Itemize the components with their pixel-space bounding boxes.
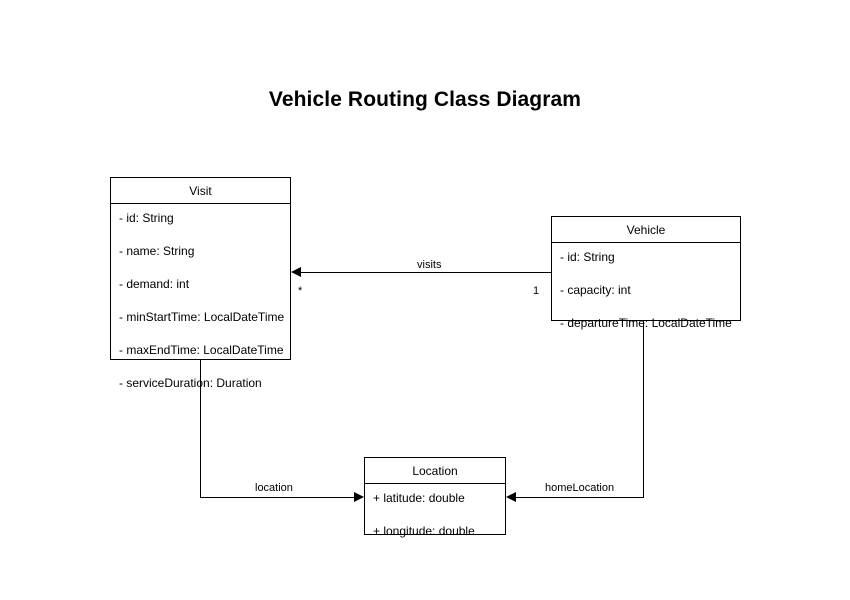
edge-location-vertical-segment: [200, 360, 201, 497]
uml-class-vehicle-attributes: - id: String - capacity: int - departure…: [552, 243, 740, 342]
edge-visits-multiplicity-visit: *: [298, 285, 303, 298]
uml-class-visit-name: Visit: [111, 178, 290, 204]
edge-location-horizontal-segment: [200, 497, 354, 498]
uml-attribute: - minStartTime: LocalDateTime: [119, 310, 285, 324]
edge-home-location-label: homeLocation: [542, 482, 618, 495]
uml-attribute: - maxEndTime: LocalDateTime: [119, 343, 284, 357]
uml-attribute: - id: String: [119, 211, 174, 225]
diagram-title: Vehicle Routing Class Diagram: [268, 88, 582, 111]
uml-attribute: - serviceDuration: Duration: [119, 376, 262, 390]
edge-visits-multiplicity-vehicle: 1: [533, 285, 540, 298]
uml-class-location-name: Location: [365, 458, 505, 484]
edge-location-label: location: [252, 482, 296, 495]
uml-attribute: + latitude: double: [373, 491, 465, 505]
uml-attribute: + longitude: double: [373, 524, 475, 538]
uml-class-vehicle-name: Vehicle: [552, 217, 740, 243]
edge-visits-label: visits: [414, 259, 445, 272]
uml-class-vehicle[interactable]: Vehicle - id: String - capacity: int - d…: [551, 216, 741, 330]
uml-attribute: - departureTime: LocalDateTime: [560, 316, 732, 330]
edge-home-location-arrowhead: [506, 492, 516, 502]
edge-home-location-vertical-segment: [643, 321, 644, 497]
uml-attribute: - capacity: int: [560, 283, 631, 297]
edge-location-arrowhead: [354, 492, 364, 502]
uml-attribute: - id: String: [560, 250, 615, 264]
edge-visits-arrowhead: [291, 267, 301, 277]
edge-home-location-horizontal-segment: [516, 497, 644, 498]
uml-class-location[interactable]: Location + latitude: double + longitude:…: [364, 457, 506, 538]
uml-attribute: - demand: int: [119, 277, 190, 291]
uml-class-visit-attributes: - id: String - name: String - demand: in…: [111, 204, 290, 402]
edge-visits-line: [301, 272, 551, 273]
uml-class-visit[interactable]: Visit - id: String - name: String - dema…: [110, 177, 291, 390]
uml-class-location-attributes: + latitude: double + longitude: double: [365, 484, 505, 550]
uml-attribute: - name: String: [119, 244, 195, 258]
